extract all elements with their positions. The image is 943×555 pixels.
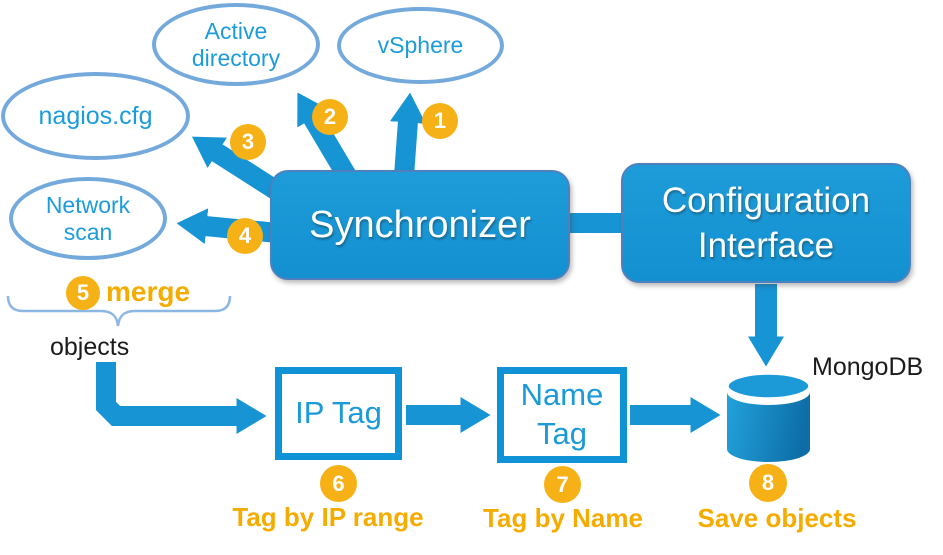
step-badge-8: 8 — [749, 464, 787, 502]
sync-config-connector — [566, 213, 624, 233]
name-tag-line1: Name — [520, 377, 604, 413]
objects-label: objects — [50, 333, 130, 361]
source-ellipse-nagios: nagios.cfg — [1, 72, 190, 160]
step-4-number: 4 — [238, 223, 252, 248]
source-ellipse-vsphere: vSphere — [337, 7, 504, 84]
merge-label: merge — [106, 276, 191, 307]
synchronizer-label: Synchronizer — [309, 203, 531, 246]
configuration-interface-box: Configuration Interface — [621, 163, 911, 283]
mongodb-cylinder-lid — [725, 371, 812, 401]
step-6-number: 6 — [332, 470, 345, 496]
step-badge-5: 5 — [66, 276, 100, 310]
step-badge-3: 3 — [230, 124, 266, 160]
step-badge-7: 7 — [544, 466, 581, 503]
step-badge-2: 2 — [312, 99, 348, 135]
name-tag-box: Name Tag — [497, 367, 627, 463]
arrow-objects-to-ip-tag — [96, 362, 267, 434]
mongodb-cylinder-icon — [725, 371, 812, 463]
step-5-number: 5 — [76, 280, 90, 305]
step-badge-6: 6 — [320, 465, 357, 502]
tag-by-ip-range-label: Tag by IP range — [232, 502, 424, 532]
mongodb-cylinder-body — [727, 392, 810, 463]
arrow-1-sync-to-vsphere — [389, 92, 426, 177]
step-2-number: 2 — [323, 104, 337, 129]
step-badge-1: 1 — [422, 103, 458, 139]
ip-tag-label: IP Tag — [295, 395, 382, 431]
vsphere-label: vSphere — [377, 32, 464, 59]
active-directory-label: Active directory — [191, 18, 281, 71]
nagios-label: nagios.cfg — [38, 101, 153, 130]
synchronizer-box: Synchronizer — [270, 170, 570, 280]
step-1-number: 1 — [433, 108, 447, 133]
configuration-interface-line2: Interface — [697, 226, 835, 265]
tag-by-name-label: Tag by Name — [483, 503, 643, 533]
name-tag-line2: Tag — [537, 416, 587, 451]
network-scan-label: Network scan — [45, 192, 131, 245]
source-ellipse-network-scan: Network scan — [9, 177, 167, 260]
save-objects-label: Save objects — [697, 503, 857, 533]
mongodb-label: MongoDB — [812, 353, 924, 381]
step-7-number: 7 — [556, 471, 569, 497]
step-3-number: 3 — [241, 129, 255, 154]
ip-tag-box: IP Tag — [275, 367, 402, 460]
source-ellipse-active-directory: Active directory — [152, 3, 320, 86]
step-8-number: 8 — [761, 470, 775, 495]
step-badge-4: 4 — [227, 218, 263, 254]
merge-brace — [6, 295, 232, 327]
configuration-interface-line1: Configuration — [661, 180, 871, 220]
